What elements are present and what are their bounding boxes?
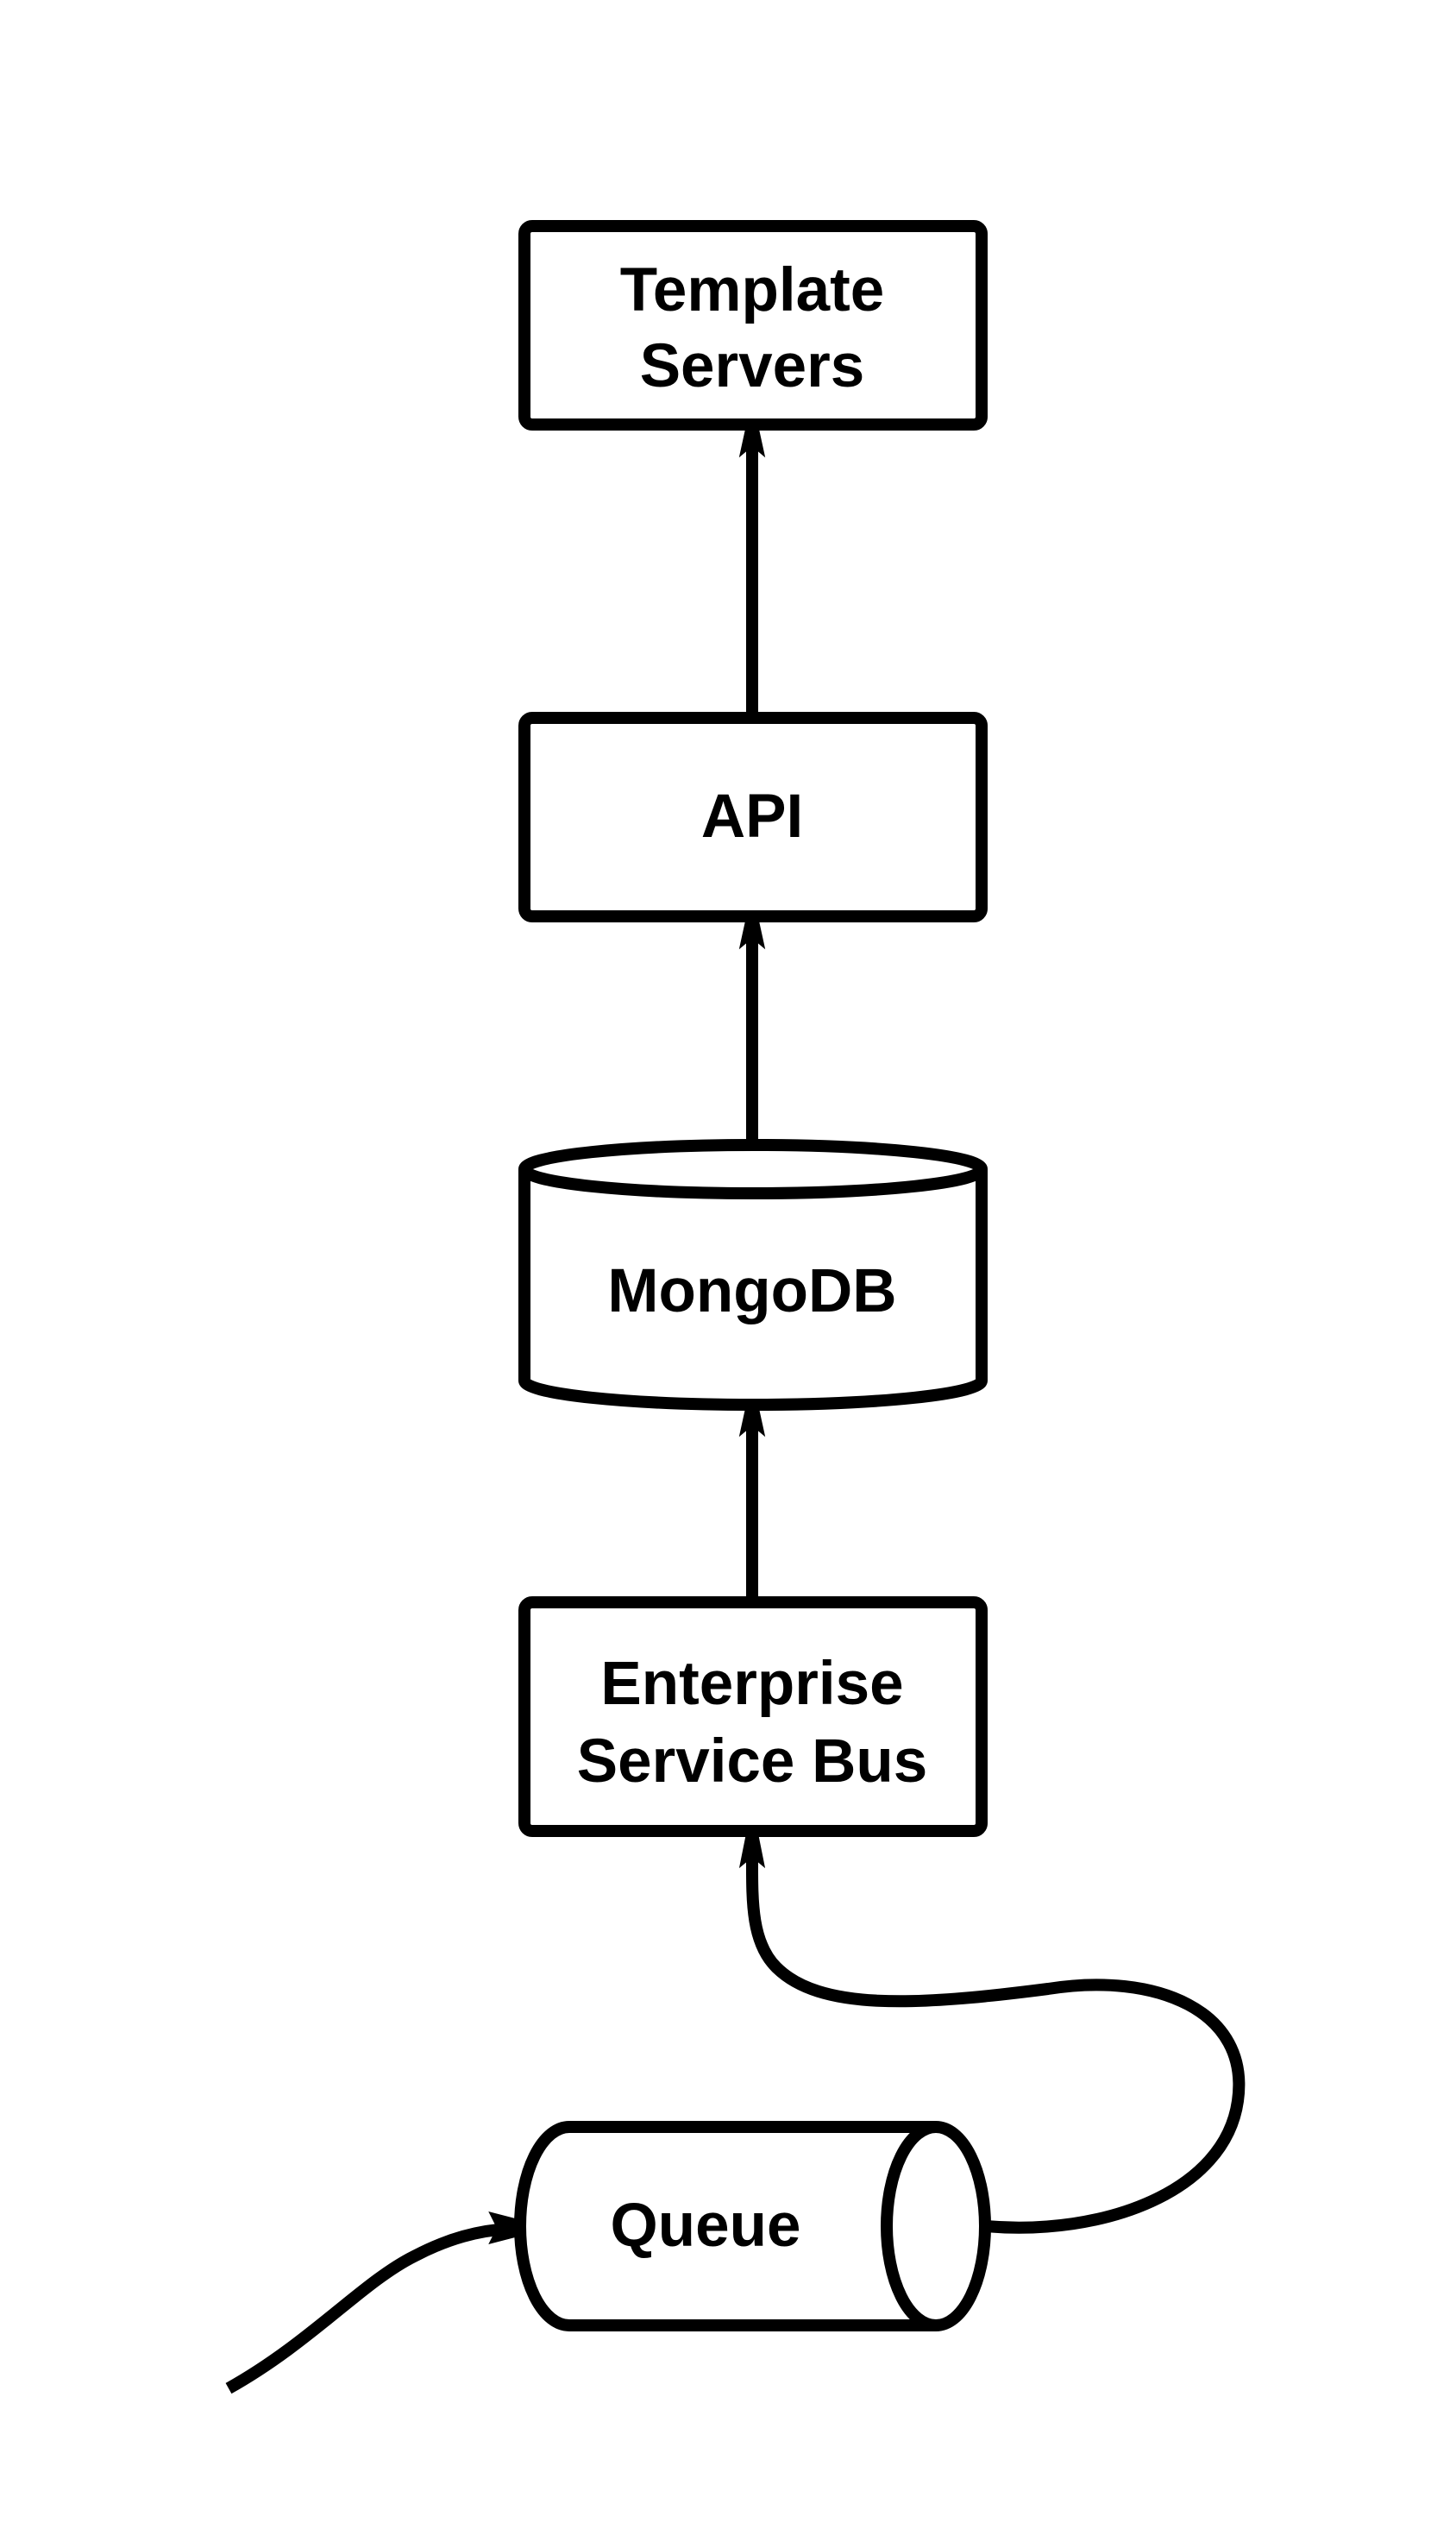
queue-label: Queue — [611, 2192, 801, 2260]
api-box — [518, 712, 988, 922]
enterprise-service-bus-label-line2: Service Bus — [577, 1727, 928, 1796]
mongodb-cylinder-body — [518, 1169, 988, 1411]
template-servers-box — [518, 220, 988, 431]
node-enterprise-service-bus: Enterprise Service Bus — [518, 1596, 988, 1837]
node-template-servers: Template Servers — [518, 220, 988, 431]
edges — [225, 405, 1246, 2394]
template-servers-label-line2: Servers — [640, 332, 865, 400]
enterprise-service-bus-box — [518, 1596, 988, 1837]
edge-queue-to-esb — [745, 1850, 1246, 2234]
mongodb-label: MongoDB — [607, 1257, 896, 1325]
edge-external-to-queue — [225, 2223, 510, 2394]
arrowhead-enterprise-service-bus — [738, 1811, 766, 1869]
queue-cylinder-end — [881, 2121, 991, 2331]
node-mongodb: MongoDB — [518, 1139, 988, 1411]
queue-cylinder-body — [514, 2121, 936, 2331]
api-label: API — [701, 783, 803, 851]
mongodb-cylinder-top — [518, 1139, 988, 1199]
enterprise-service-bus-label-line1: Enterprise — [600, 1650, 903, 1718]
template-servers-label-line1: Template — [620, 256, 884, 324]
node-queue: Queue — [514, 2121, 991, 2331]
node-api: API — [518, 712, 988, 922]
